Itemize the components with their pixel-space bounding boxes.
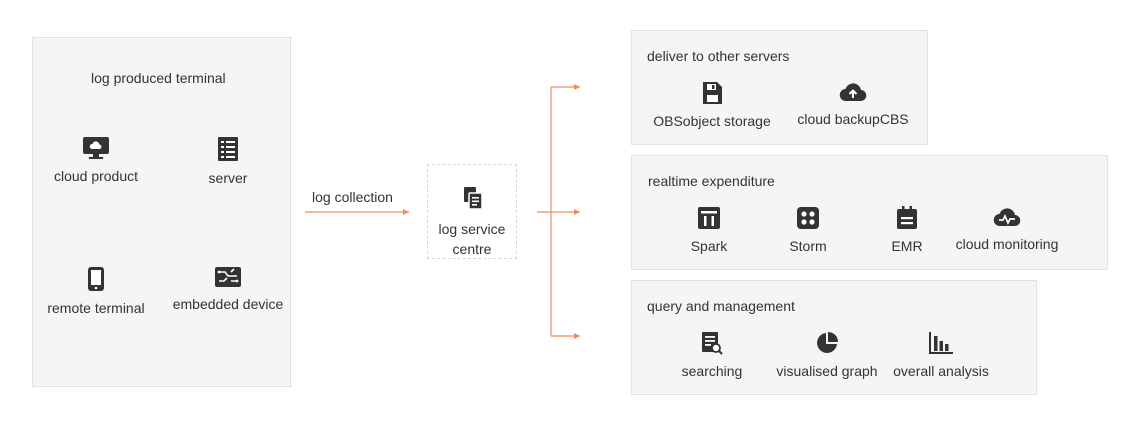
log-produced-panel: log produced terminal cloud product serv… [32,37,291,387]
spark-icon [698,207,720,229]
search-doc-icon [702,332,723,355]
monitor-cloud-icon [83,137,109,159]
hub-label: log service centre [428,219,516,259]
realtime-panel: realtime expenditure Spark Storm EMR [631,155,1108,270]
cloud-monitoring-item: cloud monitoring [932,206,1082,252]
item-label: cloud product [53,168,139,184]
emr-icon [897,206,917,229]
visualised-graph-item: visualised graph [752,331,902,379]
server-item: server [153,136,303,186]
embedded-device-item: embedded device [153,266,303,312]
item-label: cloud monitoring [955,236,1059,252]
server-icon [218,137,238,161]
panel-title: query and management [647,298,795,314]
item-label: OBSobject storage [653,113,771,129]
log-collection-label: log collection [312,189,393,205]
hub-line2: centre [452,241,492,257]
cloud-backup-item: cloud backupCBS [778,81,928,127]
panel-title: log produced terminal [91,70,226,86]
emr-item: EMR [832,206,982,254]
overall-analysis-item: overall analysis [866,331,1016,379]
phone-icon [88,267,104,291]
item-label: Storm [789,238,827,254]
chip-icon [215,267,241,287]
query-panel: query and management searching visualise… [631,280,1037,395]
item-label: embedded device [172,296,284,312]
item-label: server [208,170,248,186]
cloud-product-item: cloud product [21,136,171,184]
cloud-upload-icon [839,83,867,102]
item-label: remote terminal [47,300,145,316]
panel-title: deliver to other servers [647,48,790,64]
cloud-monitor-icon [993,208,1021,227]
spark-item: Spark [634,206,784,254]
item-label: Spark [690,238,728,254]
pie-chart-icon [817,332,838,353]
item-label: EMR [891,238,923,254]
item-label: overall analysis [893,363,989,379]
remote-terminal-item: remote terminal [21,266,171,316]
hub-line1: log service [438,221,506,237]
storm-item: Storm [733,206,883,254]
deliver-panel: deliver to other servers OBSobject stora… [631,30,928,145]
documents-icon [464,187,483,210]
item-label: cloud backupCBS [797,111,909,127]
item-label: searching [681,363,743,379]
bar-chart-icon [929,332,953,354]
item-label: visualised graph [776,363,878,379]
searching-item: searching [637,331,787,379]
obs-storage-item: OBSobject storage [637,81,787,129]
storm-icon [797,207,819,229]
storage-icon [703,82,722,104]
panel-title: realtime expenditure [648,173,775,189]
log-service-centre: log service centre [427,164,517,259]
